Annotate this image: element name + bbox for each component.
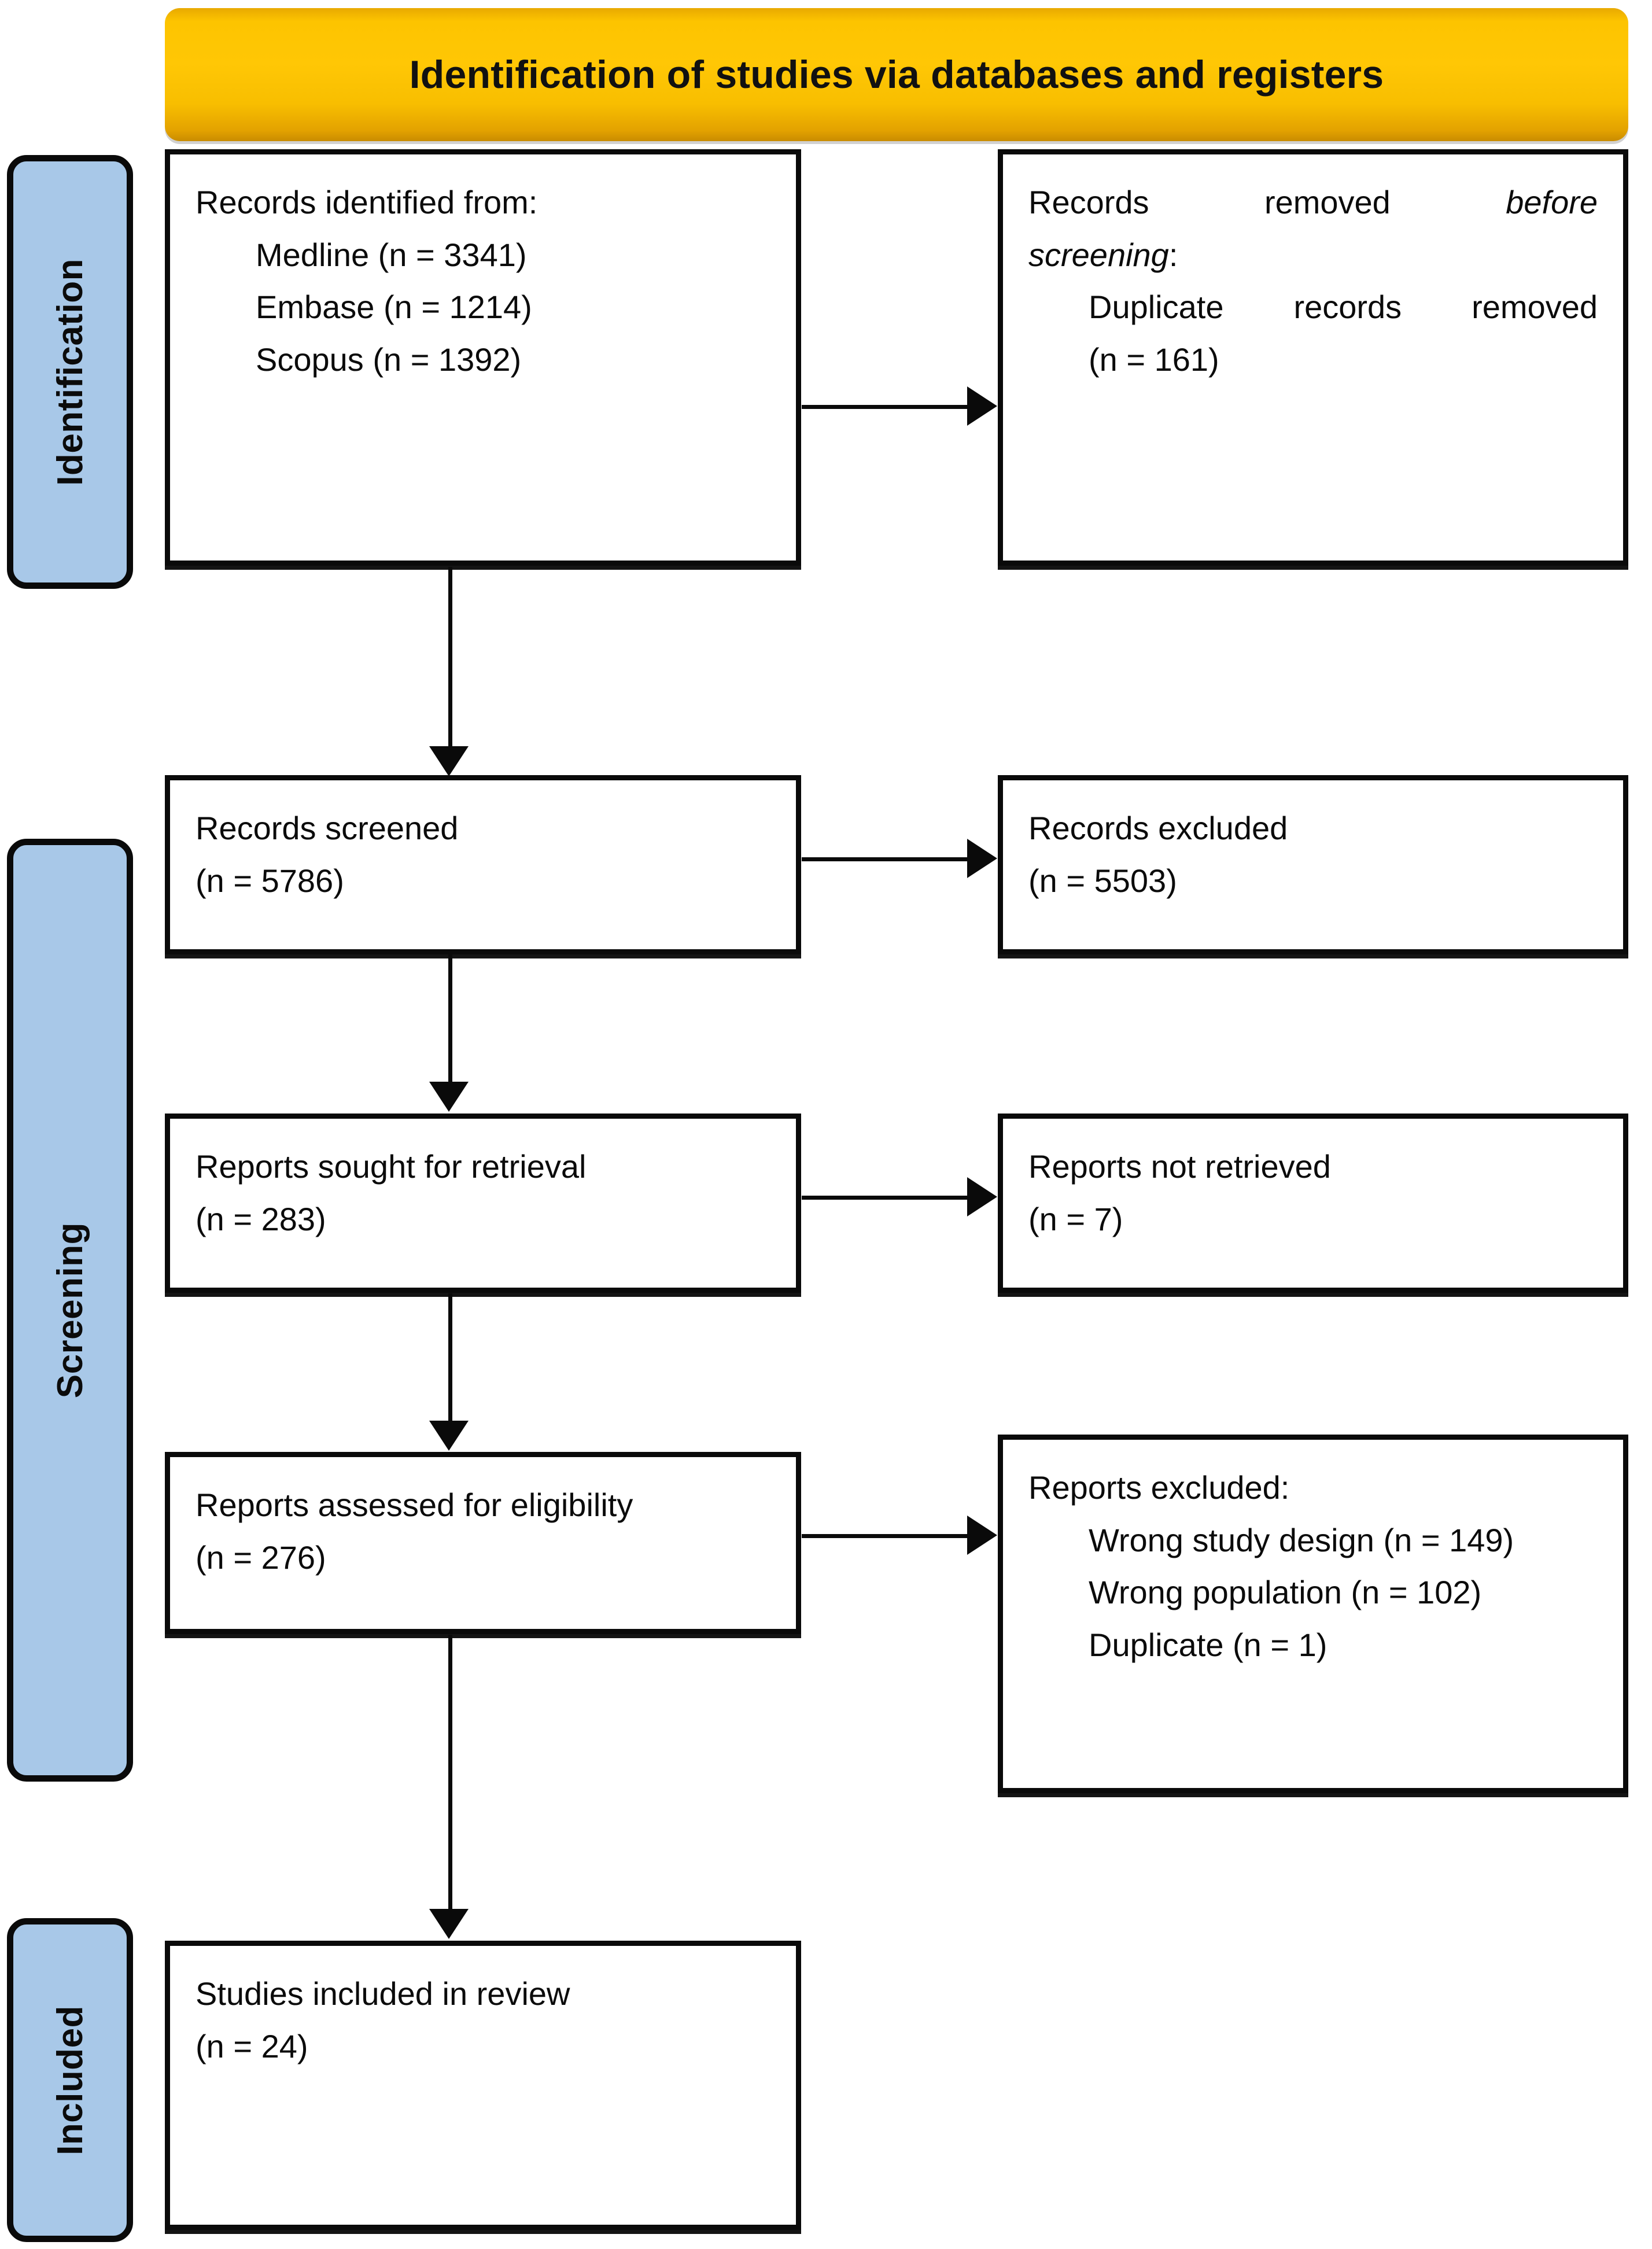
- box-records-screened-heading: Records screened: [196, 810, 459, 846]
- duplicate-records-removed-line: Duplicate records removed: [1028, 281, 1598, 334]
- box-records-excluded: Records excluded (n = 5503): [998, 775, 1628, 954]
- box-reports-not-retrieved-heading: Reports not retrieved: [1028, 1148, 1331, 1185]
- removed-word-removed: removed: [1264, 184, 1391, 220]
- arrow-right-icon: [967, 839, 997, 878]
- removed-word-records: Records: [1028, 184, 1149, 220]
- removed-word-before: before: [1506, 184, 1598, 220]
- stage-label-identification-text: Identification: [50, 258, 90, 486]
- box-reports-not-retrieved-count: (n = 7): [1028, 1200, 1123, 1237]
- box-studies-included-heading: Studies included in review: [196, 1975, 570, 2012]
- arrow-down-icon: [429, 1421, 469, 1451]
- arrow-right-icon: [967, 1177, 997, 1216]
- box-reports-assessed-for-eligibility: Reports assessed for eligibility (n = 27…: [165, 1452, 801, 1634]
- box-records-screened-count: (n = 5786): [196, 862, 344, 899]
- connector-assessed-to-reports-excluded: [802, 1534, 969, 1538]
- source-embase: Embase (n = 1214): [256, 289, 532, 326]
- connector-identified-to-screened: [448, 567, 452, 747]
- stage-label-included: Included: [7, 1918, 133, 2242]
- exclusion-reason-duplicate: Duplicate (n = 1): [1089, 1627, 1328, 1664]
- connector-sought-to-not-retrieved: [802, 1196, 969, 1200]
- box-records-removed-line1: Records removed before: [1028, 176, 1598, 229]
- source-scopus: Scopus (n = 1392): [256, 341, 522, 378]
- box-studies-included-in-review: Studies included in review (n = 24): [165, 1941, 801, 2230]
- stage-label-screening-text: Screening: [50, 1222, 90, 1399]
- diagram-title-banner: Identification of studies via databases …: [165, 8, 1628, 141]
- duplicate-word-records: records: [1293, 289, 1402, 326]
- box-reports-not-retrieved: Reports not retrieved (n = 7): [998, 1114, 1628, 1293]
- box-records-identified-heading: Records identified from:: [196, 184, 538, 220]
- connector-identified-to-removed: [802, 405, 969, 409]
- box-records-identified: Records identified from: Medline (n = 33…: [165, 149, 801, 566]
- connector-assessed-to-included: [448, 1635, 452, 1912]
- box-reports-assessed-heading: Reports assessed for eligibility: [196, 1487, 633, 1523]
- box-records-removed-before-screening: Records removed before screening: Duplic…: [998, 149, 1628, 566]
- box-records-excluded-heading: Records excluded: [1028, 810, 1288, 846]
- box-records-removed-line2: screening:: [1028, 229, 1598, 282]
- arrow-right-icon: [967, 386, 997, 426]
- arrow-right-icon: [967, 1516, 997, 1555]
- duplicate-word-removed: removed: [1472, 289, 1598, 326]
- box-reports-sought-count: (n = 283): [196, 1200, 326, 1237]
- box-reports-excluded-heading: Reports excluded:: [1028, 1469, 1290, 1506]
- box-records-screened: Records screened (n = 5786): [165, 775, 801, 954]
- box-reports-sought-heading: Reports sought for retrieval: [196, 1148, 587, 1185]
- box-reports-sought-for-retrieval: Reports sought for retrieval (n = 283): [165, 1114, 801, 1293]
- box-reports-assessed-count: (n = 276): [196, 1539, 326, 1576]
- removed-colon: :: [1168, 236, 1178, 273]
- stage-label-included-text: Included: [50, 2005, 90, 2155]
- duplicate-records-count: (n = 161): [1089, 341, 1219, 378]
- exclusion-reason-wrong-study-design: Wrong study design (n = 149): [1089, 1521, 1514, 1558]
- duplicate-word-duplicate: Duplicate: [1089, 289, 1224, 326]
- removed-word-screening: screening: [1028, 236, 1169, 273]
- box-records-excluded-count: (n = 5503): [1028, 862, 1177, 899]
- connector-screened-to-sought: [448, 954, 452, 1083]
- exclusion-reason-wrong-population: Wrong population (n = 102): [1089, 1574, 1482, 1611]
- arrow-down-icon: [429, 1909, 469, 1939]
- stage-label-identification: Identification: [7, 155, 133, 589]
- arrow-down-icon: [429, 1082, 469, 1112]
- stage-label-screening: Screening: [7, 839, 133, 1782]
- source-medline: Medline (n = 3341): [256, 236, 527, 273]
- arrow-down-icon: [429, 746, 469, 776]
- box-studies-included-count: (n = 24): [196, 2027, 308, 2064]
- connector-sought-to-assessed: [448, 1293, 452, 1422]
- connector-screened-to-records-excluded: [802, 857, 969, 861]
- box-reports-excluded: Reports excluded: Wrong study design (n …: [998, 1435, 1628, 1793]
- diagram-title: Identification of studies via databases …: [409, 53, 1384, 97]
